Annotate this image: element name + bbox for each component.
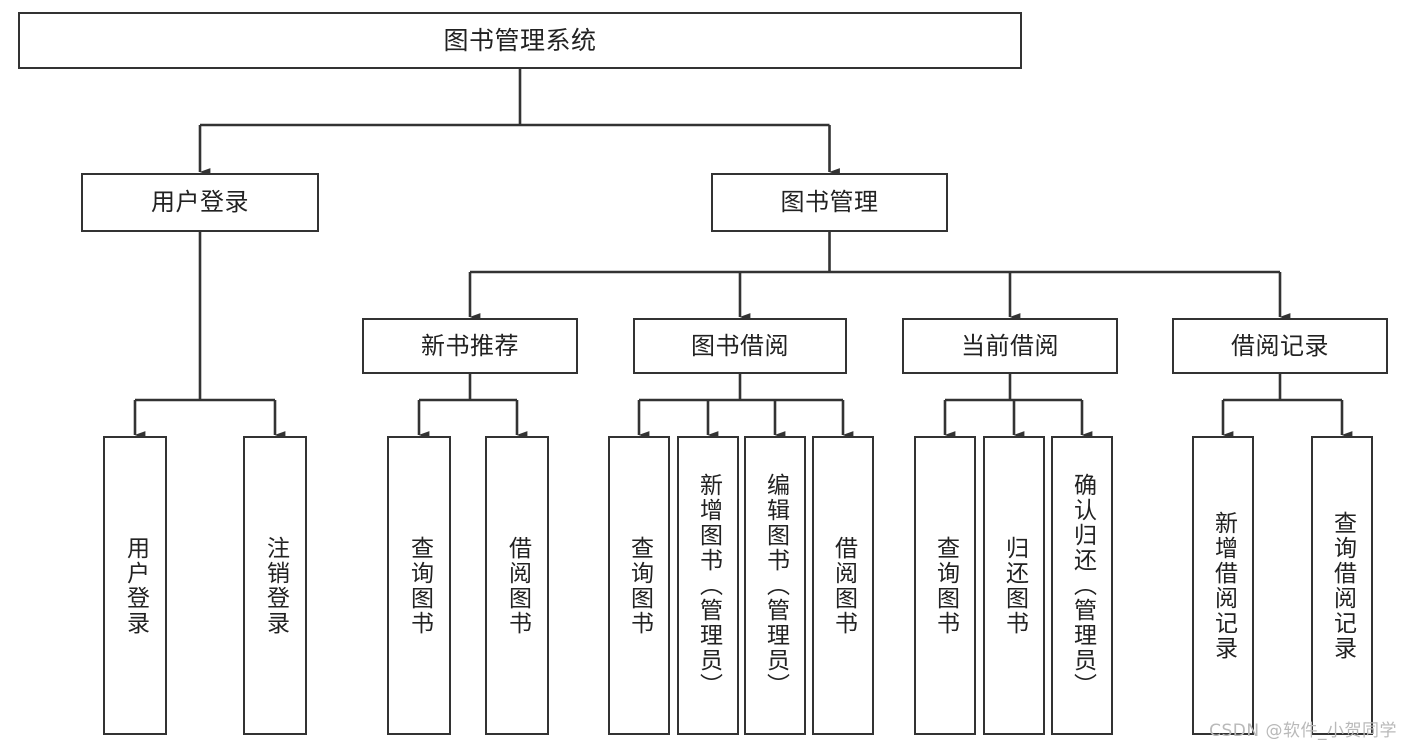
node-label: 新书推荐: [421, 331, 519, 360]
node-leaf-borrow-book[interactable]: 借阅图书: [812, 436, 874, 735]
node-label: 查询图书: [406, 535, 433, 636]
node-leaf-query-book-current[interactable]: 查询图书: [914, 436, 976, 735]
node-leaf-logout-login[interactable]: 注销登录: [243, 436, 307, 735]
node-root[interactable]: 图书管理系统: [18, 12, 1022, 69]
csdn-watermark: CSDN @软件_小贺同学: [1209, 721, 1397, 741]
node-label: 借阅记录: [1231, 331, 1329, 360]
node-label: 编辑图书（管理员）: [762, 473, 789, 698]
node-label: 图书管理: [780, 188, 879, 217]
node-label: 借阅图书: [504, 535, 531, 636]
node-label: 用户登录: [151, 188, 249, 217]
node-label: 新增借阅记录: [1210, 510, 1237, 661]
node-leaf-query-borrow-record[interactable]: 查询借阅记录: [1311, 436, 1373, 735]
node-label: 查询借阅记录: [1329, 510, 1356, 661]
node-label: 查询图书: [932, 535, 959, 636]
node-label: 注销登录: [262, 535, 289, 636]
node-leaf-query-book-recommend[interactable]: 查询图书: [387, 436, 451, 735]
node-label: 借阅图书: [830, 535, 857, 636]
node-leaf-borrow-book-recommend[interactable]: 借阅图书: [485, 436, 549, 735]
node-leaf-return-book[interactable]: 归还图书: [983, 436, 1045, 735]
node-current-borrow[interactable]: 当前借阅: [902, 318, 1118, 374]
node-label: 新增图书（管理员）: [695, 473, 722, 698]
node-borrow-record[interactable]: 借阅记录: [1172, 318, 1388, 374]
node-leaf-user-login[interactable]: 用户登录: [103, 436, 167, 735]
node-book-borrow[interactable]: 图书借阅: [633, 318, 847, 374]
node-user-login[interactable]: 用户登录: [81, 173, 319, 232]
node-label: 确认归还（管理员）: [1069, 473, 1096, 698]
node-leaf-add-book-admin[interactable]: 新增图书（管理员）: [677, 436, 739, 735]
node-label: 归还图书: [1001, 535, 1028, 636]
node-leaf-confirm-return-admin[interactable]: 确认归还（管理员）: [1051, 436, 1113, 735]
node-leaf-query-book[interactable]: 查询图书: [608, 436, 670, 735]
node-leaf-add-borrow-record[interactable]: 新增借阅记录: [1192, 436, 1254, 735]
node-leaf-edit-book-admin[interactable]: 编辑图书（管理员）: [744, 436, 806, 735]
node-label: 用户登录: [122, 535, 149, 636]
node-label: 图书管理系统: [443, 25, 597, 55]
node-label: 图书借阅: [691, 331, 789, 360]
node-new-book-recommend[interactable]: 新书推荐: [362, 318, 578, 374]
node-book-manage[interactable]: 图书管理: [711, 173, 948, 232]
node-label: 当前借阅: [961, 331, 1059, 360]
node-label: 查询图书: [626, 535, 653, 636]
